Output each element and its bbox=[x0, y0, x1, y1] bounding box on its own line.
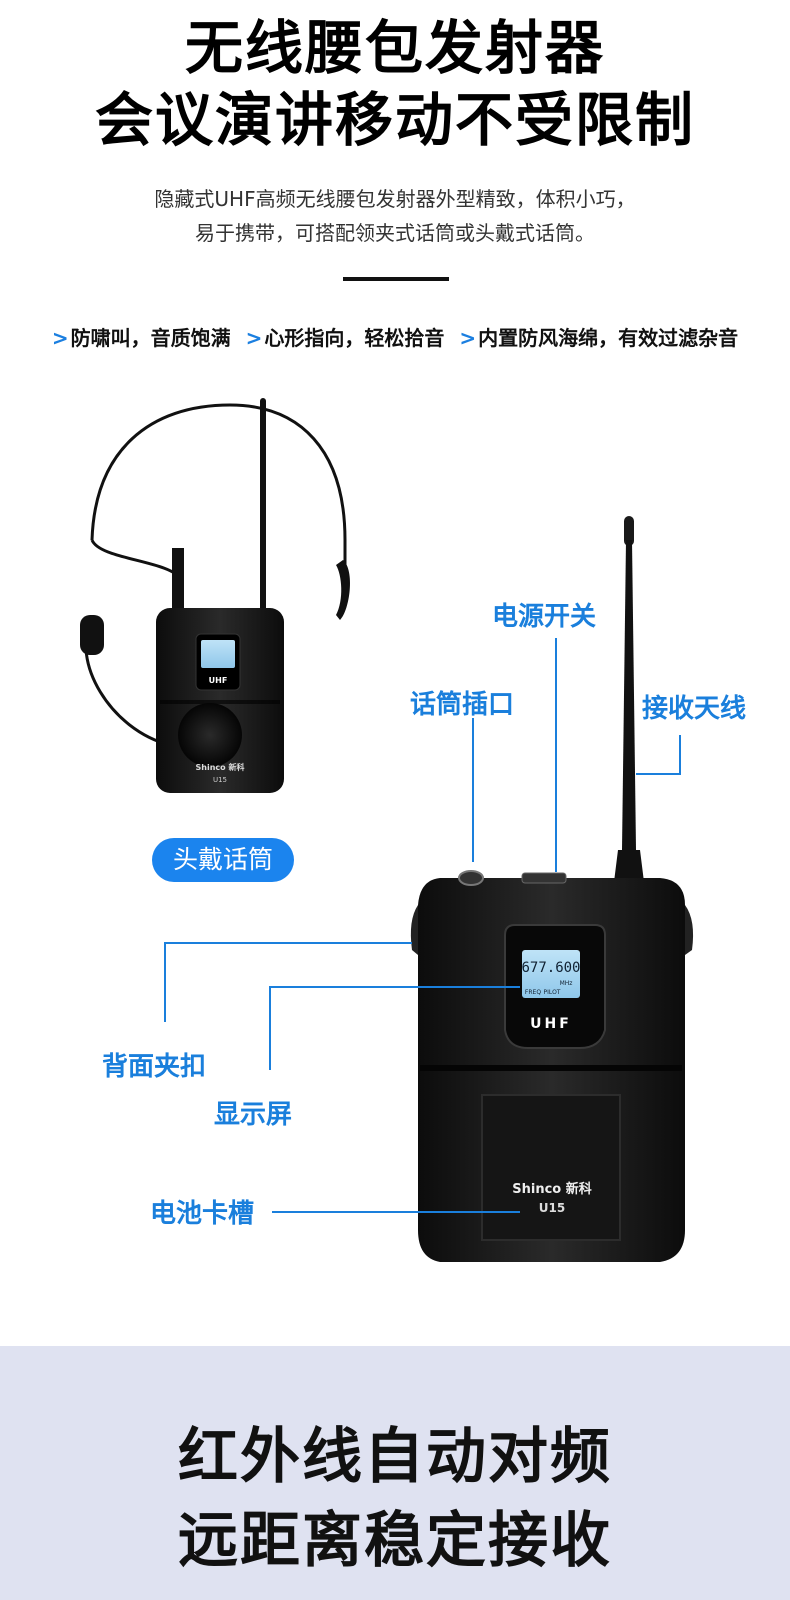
headset-label-pill: 头戴话筒 bbox=[152, 838, 294, 882]
uhf-label: UHF bbox=[530, 1016, 572, 1032]
page-title-line-2: 会议演讲移动不受限制 bbox=[94, 86, 695, 154]
section-divider bbox=[343, 277, 449, 281]
callout-power-switch: 电源开关 bbox=[492, 602, 597, 632]
feature-item: >内置防风海绵，有效过滤杂音 bbox=[459, 326, 738, 350]
headset-device-group: UHF Shinco 新科 U15 bbox=[80, 398, 351, 793]
lcd-freq-tag: FREQ bbox=[525, 989, 541, 996]
callout-lines bbox=[164, 638, 681, 1213]
model-label: U15 bbox=[539, 1201, 565, 1215]
back-clip-left bbox=[410, 905, 418, 955]
callout-display: 显示屏 bbox=[214, 1100, 293, 1130]
callout-mic-jack: 话筒插口 bbox=[410, 690, 515, 720]
mic-jack-icon bbox=[458, 870, 484, 886]
callout-battery-slot: 电池卡槽 bbox=[150, 1199, 255, 1229]
display-line bbox=[269, 986, 520, 1070]
feature-text: 防啸叫，音质饱满 bbox=[70, 326, 231, 350]
back-clip-right bbox=[685, 905, 694, 955]
small-uhf-label: UHF bbox=[209, 676, 228, 685]
description-line-1: 隐藏式UHF高频无线腰包发射器外型精致，体积小巧， bbox=[154, 187, 636, 211]
feature-text: 内置防风海绵，有效过滤杂音 bbox=[478, 326, 739, 350]
small-device-connector bbox=[172, 548, 184, 608]
antenna-line bbox=[636, 735, 681, 775]
bottom-banner bbox=[0, 1346, 790, 1600]
antenna-icon bbox=[624, 516, 634, 546]
lcd-screen bbox=[522, 950, 580, 998]
feature-list: >防啸叫，音质饱满 >心形指向，轻松拾音 >内置防风海绵，有效过滤杂音 bbox=[0, 322, 790, 351]
feature-item: >防啸叫，音质饱满 bbox=[52, 326, 231, 350]
battery-slot bbox=[481, 1094, 621, 1241]
chevron-right-icon: > bbox=[245, 326, 263, 350]
feature-text: 心形指向，轻松拾音 bbox=[264, 326, 445, 350]
callout-antenna: 接收天线 bbox=[642, 694, 747, 724]
small-device-screen bbox=[201, 640, 235, 668]
product-diagram: UHF Shinco 新科 U15 677.600 MHz FREQ PILOT… bbox=[80, 398, 694, 1262]
small-brand-label: Shinco 新科 bbox=[196, 762, 245, 772]
antenna-rod bbox=[622, 540, 636, 850]
headset-foam-icon bbox=[178, 703, 242, 767]
callout-back-clip: 背面夹扣 bbox=[102, 1052, 207, 1082]
headset-mic-boom bbox=[90, 539, 184, 581]
lcd-unit: MHz bbox=[560, 980, 573, 987]
back-clip-line bbox=[164, 942, 412, 1022]
main-device-group: 677.600 MHz FREQ PILOT UHF Shinco 新科 U15 bbox=[410, 516, 694, 1262]
bottom-title-line-2: 远距离稳定接收 bbox=[178, 1506, 612, 1576]
lcd-frequency: 677.600 bbox=[521, 960, 580, 976]
headset-band bbox=[90, 403, 347, 600]
page-title-line-1: 无线腰包发射器 bbox=[184, 14, 605, 82]
feature-item: >心形指向，轻松拾音 bbox=[246, 326, 445, 350]
chevron-right-icon: > bbox=[51, 326, 69, 350]
bottom-title-line-1: 红外线自动对频 bbox=[178, 1422, 612, 1492]
small-antenna-icon bbox=[260, 398, 266, 613]
description-line-2: 易于携带，可搭配领夹式话筒或头戴式话筒。 bbox=[195, 221, 595, 245]
headset-ear-pad bbox=[80, 615, 104, 655]
small-model-label: U15 bbox=[213, 776, 227, 784]
lcd-pilot-tag: PILOT bbox=[544, 989, 561, 996]
power-switch-icon bbox=[521, 872, 567, 884]
brand-label: Shinco 新科 bbox=[512, 1181, 592, 1197]
chevron-right-icon: > bbox=[459, 326, 477, 350]
headset-mic-head bbox=[336, 560, 351, 620]
